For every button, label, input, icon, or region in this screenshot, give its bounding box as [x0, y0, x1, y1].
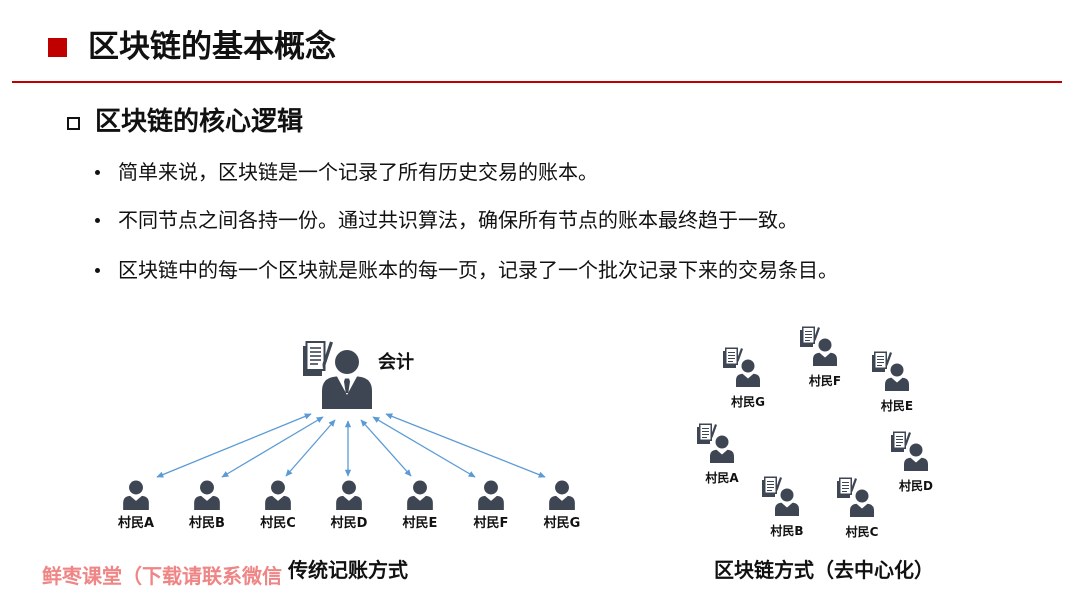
- villager-node-a: 村民A: [116, 478, 156, 534]
- villager-label: 村民C: [260, 516, 296, 531]
- peer-node-a: 村民A: [697, 423, 747, 485]
- accountant-shape: [322, 350, 372, 409]
- bullet-item: 不同节点之间各持一份。通过共识算法，确保所有节点的账本最终趋于一致。: [93, 207, 993, 233]
- centralized-caption: 传统记账方式: [288, 558, 408, 582]
- double-headed-arrow-icon: [385, 413, 546, 478]
- person-icon: [122, 480, 150, 510]
- bullet-item: 区块链中的每一个区块就是账本的每一页，记录了一个批次记录下来的交易条目。: [93, 257, 993, 283]
- bullet-text: 不同节点之间各持一份。通过共识算法，确保所有节点的账本最终趋于一致。: [118, 208, 798, 232]
- villager-label: 村民A: [117, 516, 155, 531]
- villager-label: 村民B: [189, 516, 225, 531]
- double-headed-arrow-icon: [372, 416, 476, 478]
- accountant-person-icon: [320, 349, 374, 409]
- hollow-square-icon: [67, 117, 80, 130]
- bullet-text: 简单来说，区块链是一个记录了所有历史交易的账本。: [118, 160, 598, 184]
- person-icon: [335, 480, 363, 510]
- peer-label: 村民C: [845, 525, 879, 539]
- peer-node-f: 村民F: [800, 326, 850, 388]
- bullet-item: 简单来说，区块链是一个记录了所有历史交易的账本。: [93, 159, 993, 185]
- peer-label: 村民E: [880, 399, 914, 413]
- peer-label: 村民F: [808, 374, 842, 388]
- peer-node-d: 村民D: [891, 431, 941, 493]
- decentralized-caption: 区块链方式（去中心化）: [714, 558, 934, 582]
- watermark-text: 鲜枣课堂（下载请联系微信: [42, 564, 282, 588]
- villager-node-g: 村民G: [542, 478, 582, 534]
- villager-label: 村民G: [543, 516, 581, 531]
- person-icon: [884, 363, 910, 391]
- peer-node-c: 村民C: [837, 477, 887, 539]
- section-heading: 区块链的核心逻辑: [95, 107, 304, 137]
- person-icon: [709, 435, 735, 463]
- title-divider: [12, 81, 1062, 83]
- villager-label: 村民E: [402, 516, 438, 531]
- villager-label: 村民D: [330, 516, 368, 531]
- double-headed-arrow-icon: [360, 419, 412, 477]
- double-headed-arrow-icon: [285, 419, 336, 477]
- peer-label: 村民G: [731, 395, 765, 409]
- double-headed-arrow-icon: [221, 416, 324, 478]
- person-icon: [264, 480, 292, 510]
- bullet-dot-icon: [95, 217, 100, 223]
- peer-node-g: 村民G: [723, 347, 773, 409]
- title-square-icon: [48, 38, 67, 57]
- person-icon: [406, 480, 434, 510]
- peer-label: 村民D: [899, 479, 933, 493]
- person-icon: [812, 338, 838, 366]
- person-icon: [193, 480, 221, 510]
- bullet-text: 区块链中的每一个区块就是账本的每一页，记录了一个批次记录下来的交易条目。: [118, 258, 838, 282]
- villager-node-c: 村民C: [258, 478, 298, 534]
- villager-node-e: 村民E: [400, 478, 440, 534]
- person-icon: [477, 480, 505, 510]
- villager-node-b: 村民B: [187, 478, 227, 534]
- person-icon: [774, 488, 800, 516]
- double-headed-arrow-icon: [156, 413, 312, 478]
- villager-node-f: 村民F: [471, 478, 511, 534]
- person-icon: [735, 359, 761, 387]
- slide-title: 区块链的基本概念: [88, 29, 336, 65]
- peer-node-e: 村民E: [872, 351, 922, 413]
- bullet-dot-icon: [95, 267, 100, 273]
- peer-label: 村民A: [705, 471, 739, 485]
- person-icon: [548, 480, 576, 510]
- peer-node-b: 村民B: [762, 476, 812, 538]
- villager-node-d: 村民D: [329, 478, 369, 534]
- accountant-label: 会计: [378, 352, 414, 373]
- person-icon: [903, 443, 929, 471]
- person-icon: [849, 489, 875, 517]
- villager-label: 村民F: [473, 516, 509, 531]
- peer-label: 村民B: [770, 524, 804, 538]
- bullet-dot-icon: [95, 169, 100, 175]
